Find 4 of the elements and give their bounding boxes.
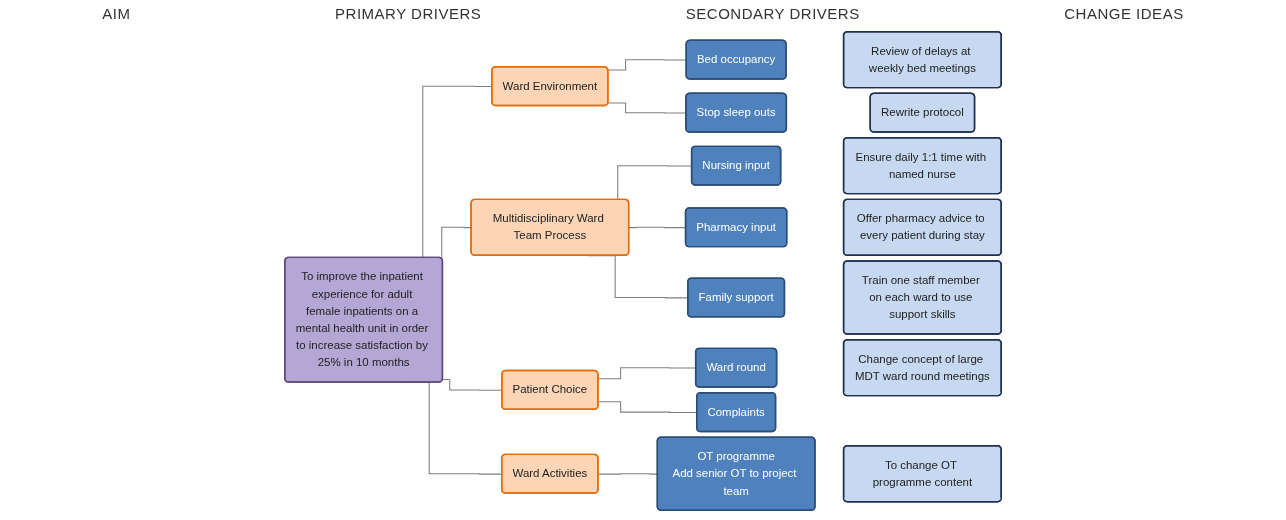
column-heading: SECONDARY DRIVERS — [685, 4, 860, 22]
column-heading: PRIMARY DRIVERS — [335, 4, 482, 22]
column-heading: CHANGE IDEAS — [1064, 4, 1184, 22]
column-heading: AIM — [102, 4, 131, 22]
